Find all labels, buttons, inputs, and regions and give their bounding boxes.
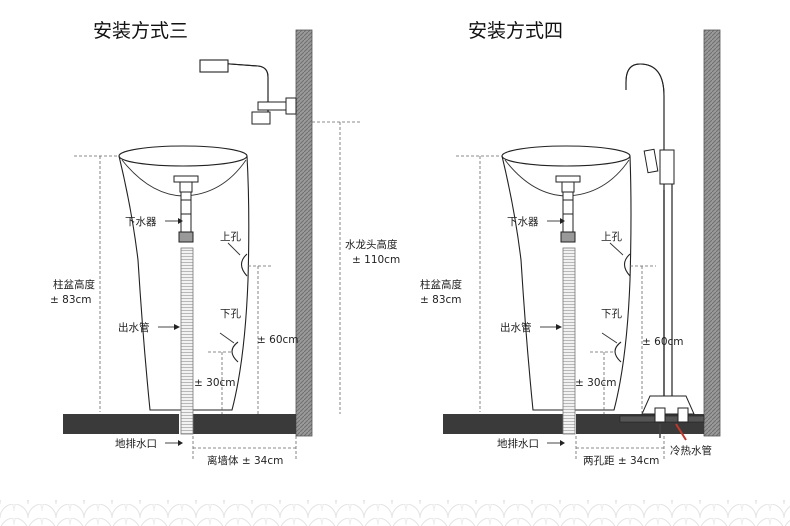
hot-cold-pipe-icon xyxy=(654,407,689,441)
label-outlet-pipe-3: 出水管 xyxy=(118,321,150,334)
label-lower-hole-4: 下孔 xyxy=(601,307,622,320)
label-faucet-height-value: ± 110cm xyxy=(352,254,400,266)
wall-4 xyxy=(703,29,721,437)
label-hot-cold-pipe: 冷热水管 xyxy=(670,444,712,457)
arrow-outlet-pipe-3 xyxy=(158,324,180,330)
floor-right-3 xyxy=(193,414,296,434)
label-drain-valve-4: 下水器 xyxy=(507,216,539,228)
title-method-4: 安装方式四 xyxy=(468,20,563,42)
wall-3 xyxy=(295,29,313,437)
label-lower-hole-3: 下孔 xyxy=(220,307,241,320)
label-upper-hole-4: 上孔 xyxy=(601,230,622,243)
label-faucet-height-title: 水龙头高度 xyxy=(345,238,398,251)
dimension-lines-3 xyxy=(74,121,360,460)
floor-left-4 xyxy=(443,414,563,434)
label-dim-60-4: ± 60cm xyxy=(642,336,684,348)
label-drain-valve-3: 下水器 xyxy=(125,216,157,228)
label-wall-distance: 离墙体 ± 34cm xyxy=(207,454,283,467)
title-method-3: 安装方式三 xyxy=(93,20,188,42)
label-floor-drain-4: 地排水口 xyxy=(497,437,539,450)
label-basin-height-title-4: 柱盆高度 xyxy=(420,278,462,291)
label-dim-60-3: ± 60cm xyxy=(257,334,299,346)
label-basin-height-value-4: ± 83cm xyxy=(420,294,462,306)
drain-valve-icon-3 xyxy=(173,175,199,243)
drain-valve-icon-4 xyxy=(555,175,581,243)
label-basin-height-title-3: 柱盆高度 xyxy=(53,278,95,291)
outlet-hose-3 xyxy=(180,247,194,435)
label-floor-drain-3: 地排水口 xyxy=(115,437,157,450)
floor-faucet-icon xyxy=(625,63,695,415)
label-dim-30-3: ± 30cm xyxy=(194,377,236,389)
label-outlet-pipe-4: 出水管 xyxy=(500,321,532,334)
label-hole-distance: 两孔距 ± 34cm xyxy=(583,454,659,467)
decorative-wave-band xyxy=(0,500,790,526)
arrow-floor-drain-3 xyxy=(165,440,183,446)
arrow-floor-drain-4 xyxy=(547,440,565,446)
dimension-lines-4 xyxy=(456,155,665,460)
label-dim-30-4: ± 30cm xyxy=(575,377,617,389)
label-upper-hole-3: 上孔 xyxy=(220,230,241,243)
arrow-outlet-pipe-4 xyxy=(540,324,562,330)
arrow-drain-valve-3 xyxy=(165,218,183,224)
wall-faucet-icon xyxy=(199,59,297,125)
outlet-hose-4 xyxy=(562,247,576,435)
label-basin-height-value-3: ± 83cm xyxy=(50,294,92,306)
arrow-drain-valve-4 xyxy=(547,218,565,224)
floor-left-3 xyxy=(63,414,179,434)
